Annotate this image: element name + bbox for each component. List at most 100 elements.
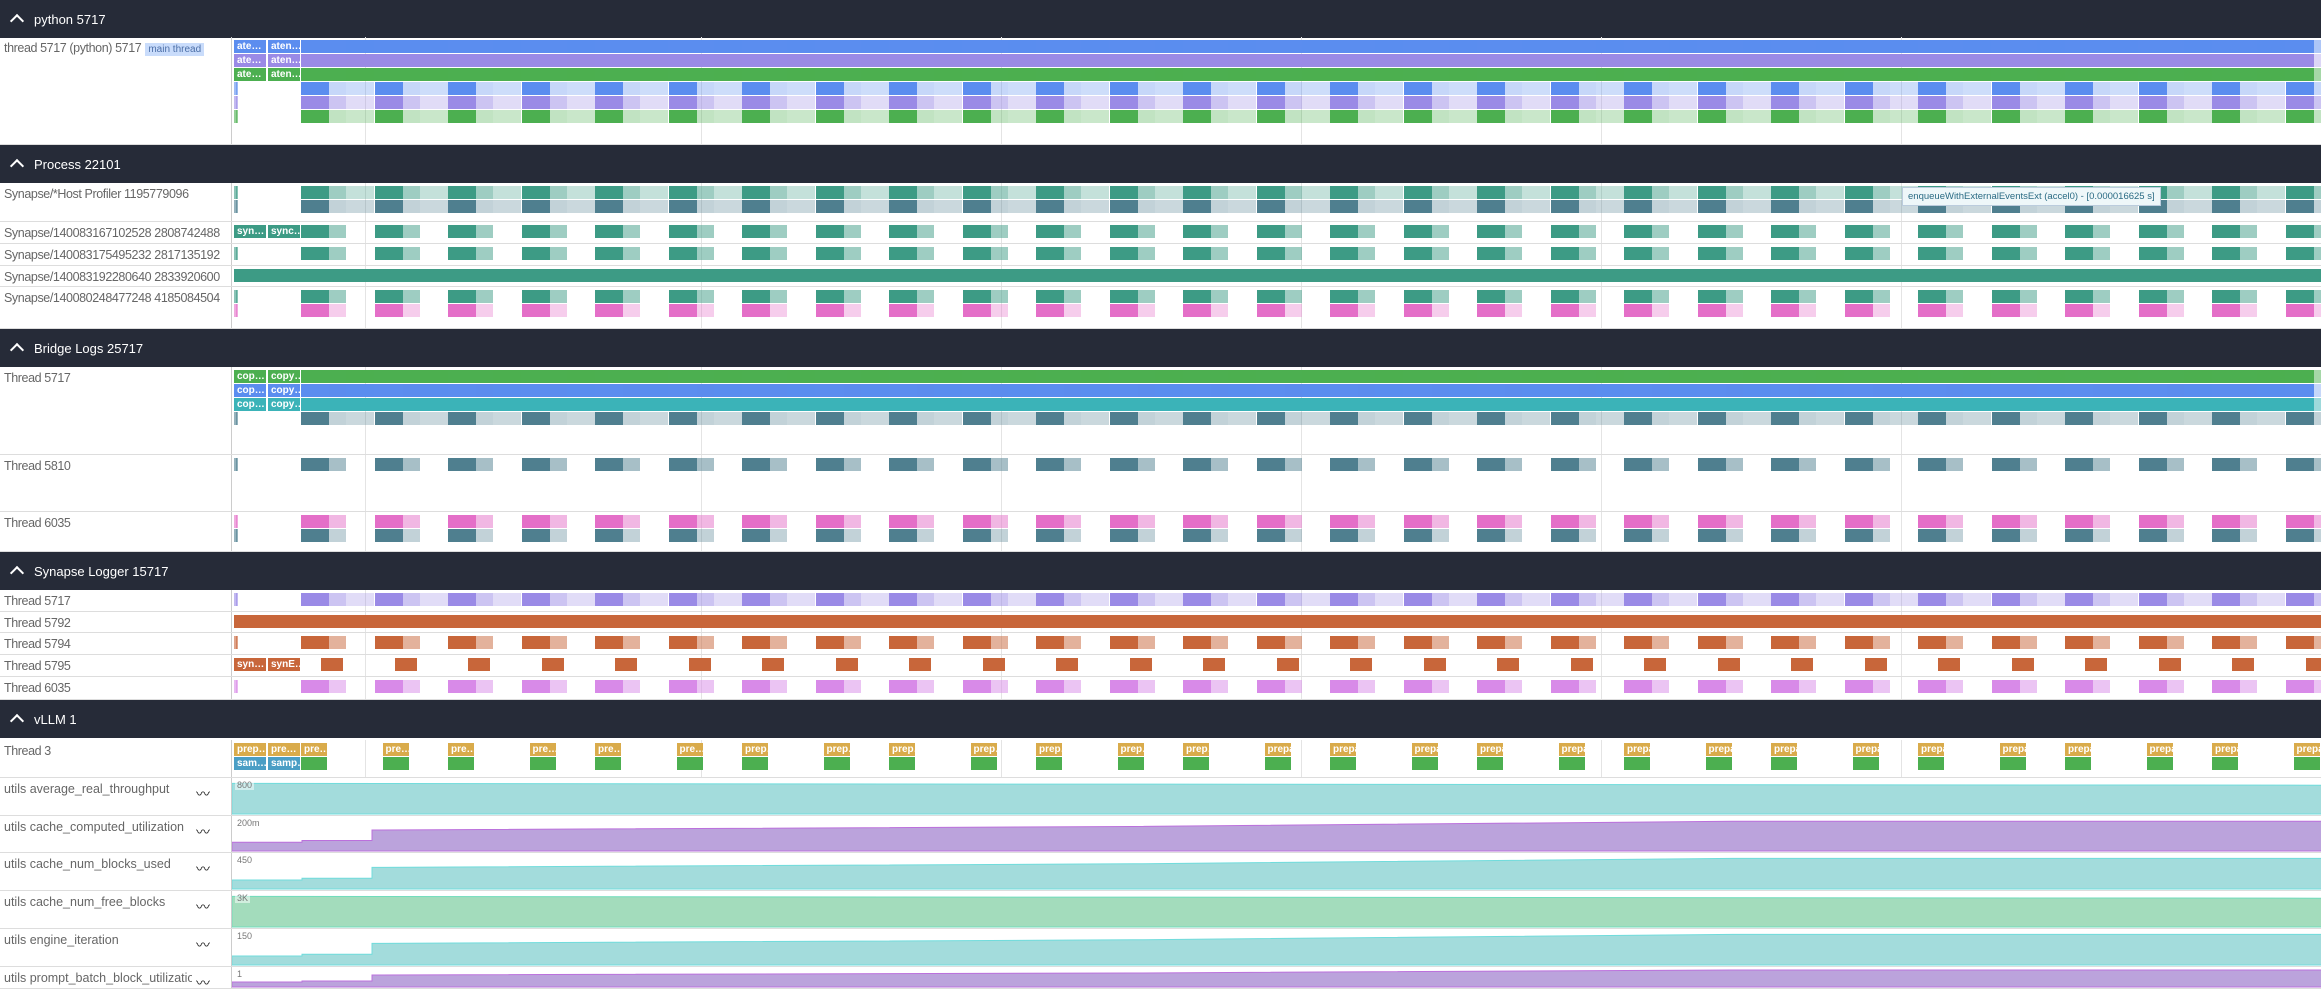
slice[interactable] [301,593,329,606]
slice[interactable] [1036,290,1064,303]
slice[interactable] [1081,398,1109,411]
slice[interactable] [1257,412,1285,425]
slice[interactable] [1845,384,1873,397]
slice[interactable] [550,247,567,260]
slice[interactable] [1081,110,1109,123]
slice[interactable] [816,370,844,383]
slice[interactable] [1918,593,1946,606]
slice[interactable] [640,384,668,397]
slice[interactable] [2037,370,2065,383]
slice[interactable] [1505,529,1522,542]
slice[interactable] [1138,247,1155,260]
slice[interactable] [329,96,346,109]
slice[interactable] [1404,398,1432,411]
slice[interactable] [1183,186,1211,199]
slice[interactable] [1302,68,1330,81]
slice[interactable] [1008,54,1036,67]
slice[interactable] [567,370,595,383]
slice[interactable] [1358,225,1375,238]
slice[interactable] [816,515,844,528]
slice[interactable] [522,370,550,383]
slice[interactable] [1211,82,1228,95]
slice[interactable] [787,82,815,95]
slice[interactable] [844,398,861,411]
slice[interactable] [2286,82,2314,95]
slice[interactable] [742,529,770,542]
slice[interactable] [742,412,770,425]
slice[interactable] [403,186,420,199]
slice[interactable] [595,636,623,649]
slice[interactable] [1579,593,1596,606]
slice[interactable] [2314,82,2321,95]
track[interactable]: Thread 6035 [0,512,2321,552]
group-header[interactable]: Bridge Logs 25717 [0,329,2321,367]
slice[interactable] [861,54,889,67]
slice[interactable] [403,384,420,397]
slice[interactable] [550,398,567,411]
slice[interactable] [1432,412,1449,425]
slice[interactable] [1946,68,1963,81]
slice[interactable] [1228,593,1256,606]
slice[interactable] [1211,290,1228,303]
slice[interactable] [2020,636,2037,649]
slice[interactable] [861,384,889,397]
slice-label[interactable]: ate… [234,40,266,53]
slice[interactable] [917,680,934,693]
slice[interactable] [1375,593,1403,606]
slice[interactable] [1551,636,1579,649]
slice[interactable] [991,529,1008,542]
slice[interactable] [1477,225,1505,238]
slice[interactable] [1330,529,1358,542]
slice[interactable] [1845,398,1873,411]
slice[interactable] [640,593,668,606]
slice[interactable] [1257,225,1285,238]
slice[interactable] [1257,200,1285,213]
slice[interactable] [1477,40,1505,53]
slice[interactable] [1183,110,1211,123]
slice[interactable] [420,68,448,81]
slice[interactable] [1183,200,1211,213]
slice[interactable] [2110,96,2138,109]
slice[interactable] [1890,40,1918,53]
slice[interactable] [1873,247,1890,260]
slice[interactable] [615,658,637,671]
slice[interactable] [697,593,714,606]
slice[interactable] [917,458,934,471]
slice[interactable] [1477,247,1505,260]
slice[interactable] [420,186,448,199]
slice[interactable] [1522,82,1550,95]
slice[interactable] [844,412,861,425]
slice[interactable] [1652,68,1669,81]
slice[interactable] [1183,304,1211,317]
slice[interactable] [2184,384,2212,397]
slice[interactable] [770,186,787,199]
slice[interactable] [375,398,403,411]
slice[interactable] [1257,515,1285,528]
slice[interactable] [403,458,420,471]
slice[interactable] [522,110,550,123]
slice[interactable] [329,54,346,67]
slice-label[interactable]: prepa… [1853,743,1879,756]
slice[interactable] [1064,370,1081,383]
slice[interactable] [1302,82,1330,95]
slice[interactable] [1918,458,1946,471]
slice[interactable] [522,225,550,238]
slice-label[interactable]: aten… [268,54,300,67]
slice[interactable] [1726,515,1743,528]
slice[interactable] [1918,398,1946,411]
slice[interactable] [1449,398,1477,411]
slice[interactable] [476,458,493,471]
track[interactable]: Thread 5792 [0,612,2321,633]
slice[interactable] [375,96,403,109]
slice[interactable] [816,200,844,213]
slice[interactable] [1624,529,1652,542]
slice[interactable] [917,515,934,528]
slice[interactable] [1036,370,1064,383]
slice[interactable] [1183,398,1211,411]
slice[interactable] [595,290,623,303]
slice[interactable] [1652,290,1669,303]
slice[interactable] [236,186,238,199]
slice[interactable] [1404,247,1432,260]
slice[interactable] [1183,96,1211,109]
slice[interactable] [493,110,521,123]
